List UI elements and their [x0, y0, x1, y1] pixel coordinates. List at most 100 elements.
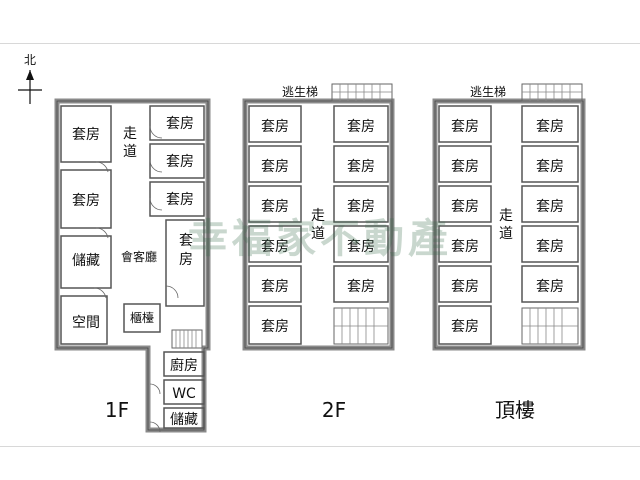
- door-arc: [149, 159, 163, 173]
- north-compass: 北: [18, 53, 42, 104]
- room-2f-suite: [333, 105, 389, 143]
- room-label: 套房: [261, 159, 289, 175]
- room-roof-suite: [438, 185, 492, 223]
- room-label: 套房: [451, 159, 479, 175]
- corridor-label-char: 道: [311, 226, 325, 242]
- room-label: 儲藏: [170, 412, 198, 428]
- room-2f-suite: [248, 145, 302, 183]
- escape-stair-label: 逃生梯: [282, 85, 318, 99]
- compass-label: 北: [24, 53, 36, 67]
- floor-label: 2F: [322, 398, 346, 422]
- room-label: 套房: [451, 199, 479, 215]
- room-label: 廚房: [170, 357, 198, 374]
- room-label: WC: [172, 386, 196, 402]
- room-1f-suite-2: [60, 169, 112, 229]
- room-label: 空間: [72, 315, 100, 331]
- room-roof-suite: [438, 305, 492, 345]
- room-roof-suite: [438, 145, 492, 183]
- door-arc: [95, 227, 109, 239]
- room-1f-counter: [123, 303, 161, 333]
- room-label: 套房: [347, 119, 375, 135]
- room-label: 套房: [261, 279, 289, 295]
- room-label: 套房: [536, 159, 564, 175]
- room-label: 套房: [72, 193, 100, 209]
- floor-roof-outer-wall-line: [434, 100, 584, 349]
- room-roof-suite: [521, 105, 579, 143]
- room-2f-suite: [333, 265, 389, 303]
- room-label-char: 套: [179, 233, 193, 249]
- stair-roof: [521, 307, 579, 345]
- escape-stair-roof: [521, 83, 583, 102]
- room-label: 套房: [261, 239, 289, 255]
- compass-arrowhead-icon: [26, 70, 34, 80]
- bottom-border-line: [0, 446, 640, 447]
- room-1f-storage: [60, 235, 112, 289]
- floor-label: 1F: [105, 398, 129, 422]
- room-label: 套房: [261, 119, 289, 135]
- room-roof-suite: [521, 145, 579, 183]
- room-1f-storage-2: [163, 407, 205, 429]
- room-label: 套房: [347, 279, 375, 295]
- room-2f-suite: [248, 305, 302, 345]
- floor-label: 頂樓: [495, 398, 535, 422]
- watermark-text: 幸福家不動產: [188, 216, 452, 262]
- room-2f-suite: [248, 265, 302, 303]
- corridor-label-char: 走: [123, 126, 137, 142]
- room-label: 會客廳: [121, 249, 157, 264]
- room-1f-suite-1: [60, 105, 112, 163]
- room-label: 套房: [166, 192, 194, 208]
- room-1f-space: [60, 295, 108, 345]
- door-arc: [149, 197, 163, 211]
- room-label: 櫃檯: [130, 311, 154, 325]
- door-arc: [149, 421, 161, 433]
- room-label: 套房: [451, 279, 479, 295]
- room-label: 儲藏: [72, 253, 100, 269]
- stair-1f: [171, 329, 203, 349]
- floor-2f: 逃生梯 套房 套房 套房 套房 套房 套房 套房 套房 套房: [242, 83, 395, 422]
- room-1f-kitchen: [163, 351, 205, 377]
- top-border-line: [0, 43, 640, 44]
- room-label: 套房: [347, 199, 375, 215]
- corridor-label-char: 走: [499, 208, 513, 224]
- room-label: 套房: [451, 119, 479, 135]
- room-2f-suite: [333, 145, 389, 183]
- room-label-char: 房: [179, 252, 193, 268]
- corridor-label-char: 走: [311, 208, 325, 224]
- room-1f-suite-6: [165, 219, 205, 307]
- door-arc: [95, 161, 109, 173]
- door-arc: [165, 285, 179, 299]
- room-roof-suite: [521, 265, 579, 303]
- room-1f-suite-3: [149, 105, 205, 141]
- room-2f-suite: [248, 185, 302, 223]
- room-label: 套房: [536, 279, 564, 295]
- room-1f-wc: [163, 379, 205, 405]
- door-arc: [149, 125, 163, 139]
- floor-1f-outer-wall-line: [56, 100, 209, 431]
- room-label: 套房: [166, 154, 194, 170]
- room-2f-suite: [248, 225, 302, 263]
- room-roof-suite: [438, 225, 492, 263]
- floor-1f: 套房 套房 儲藏 空間 走 道 會客廳 櫃檯 套房 套房 套房 套 房 廚房 W…: [54, 98, 211, 433]
- room-label: 套房: [166, 116, 194, 132]
- corridor-label-char: 道: [123, 144, 137, 160]
- room-2f-suite: [333, 185, 389, 223]
- room-label: 套房: [451, 239, 479, 255]
- escape-stair-2f: [331, 83, 393, 102]
- escape-stair-label: 逃生梯: [470, 85, 506, 99]
- room-2f-suite: [333, 225, 389, 263]
- room-label: 套房: [536, 239, 564, 255]
- room-label: 套房: [347, 159, 375, 175]
- door-arc: [149, 383, 161, 395]
- room-label: 套房: [347, 239, 375, 255]
- floor-roof-outer-wall: [432, 98, 586, 351]
- floor-roof: 逃生梯 套房 套房 套房 套房 套房 套房 套房 套房 套房 套房 套房 走: [432, 83, 586, 422]
- room-label: 套房: [536, 119, 564, 135]
- corridor-label-char: 道: [499, 226, 513, 242]
- room-label: 套房: [72, 127, 100, 143]
- room-label: 套房: [261, 319, 289, 335]
- room-roof-suite: [521, 185, 579, 223]
- room-label: 套房: [536, 199, 564, 215]
- stair-2f: [333, 307, 389, 345]
- room-label: 套房: [261, 199, 289, 215]
